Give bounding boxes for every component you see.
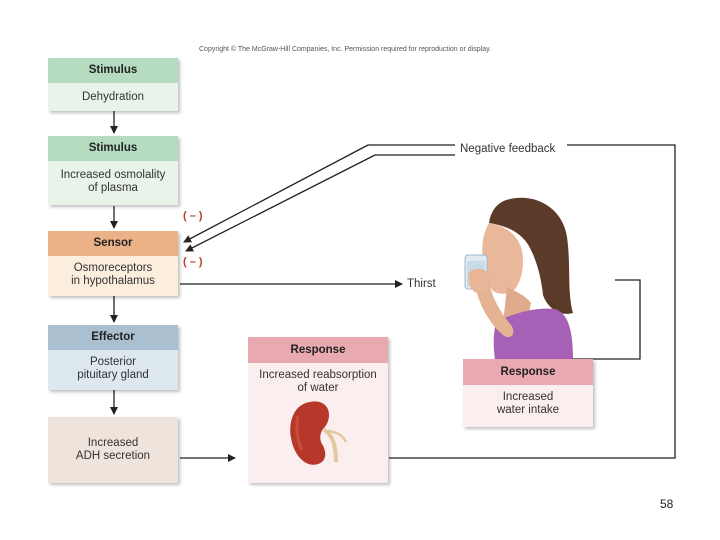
response-water-intake-line1: Increased [502, 391, 554, 403]
feedback-line-inner [564, 279, 641, 360]
sensor-line2: in hypothalamus [71, 275, 155, 287]
stimulus-osmolality-box: Stimulus Increased osmolality of plasma [48, 136, 178, 205]
effector-line2: pituitary gland [77, 369, 149, 381]
effector-box: Effector Posterior pituitary gland [48, 325, 178, 390]
response-water-intake-line2: water intake [496, 404, 559, 416]
thirst-label: Thirst [407, 278, 436, 290]
sensor-text: Osmoreceptors in hypothalamus [48, 256, 178, 296]
stimulus-osmolality-line1: Increased osmolality [60, 169, 166, 181]
response-reabsorption-line2: of water [297, 382, 339, 394]
stimulus-header: Stimulus [48, 58, 178, 83]
adh-line1: Increased [87, 437, 139, 449]
kidney-icon [290, 401, 348, 465]
adh-text: Increased ADH secretion [48, 417, 178, 483]
stimulus-dehydration-text: Dehydration [48, 83, 178, 111]
inhibit-label-lower: ( – ) [183, 256, 203, 268]
response-water-intake-panel: Increased water intake [463, 385, 593, 427]
response-reabsorption-line1: Increased reabsorption [259, 369, 377, 381]
sensor-box: Sensor Osmoreceptors in hypothalamus [48, 231, 178, 296]
feedback-arrow-inner [185, 154, 376, 252]
feedback-line-outer [389, 144, 676, 459]
response-water-intake-box: Response Increased water intake [463, 359, 593, 427]
feedback-arrow-outer [183, 144, 369, 243]
stimulus-dehydration-box: Stimulus Dehydration [48, 58, 178, 111]
sensor-line1: Osmoreceptors [73, 262, 153, 274]
sensor-header: Sensor [48, 231, 178, 256]
stimulus-osmolality-text: Increased osmolality of plasma [48, 161, 178, 205]
copyright-notice: Copyright © The McGraw-Hill Companies, I… [199, 46, 492, 53]
stimulus-header: Stimulus [48, 136, 178, 161]
stimulus-osmolality-line2: of plasma [88, 182, 138, 194]
negative-feedback-label: Negative feedback [460, 143, 556, 155]
page-number: 58 [660, 497, 674, 511]
effector-text: Posterior pituitary gland [48, 350, 178, 390]
effector-header: Effector [48, 325, 178, 350]
adh-line2: ADH secretion [75, 450, 151, 462]
response-header: Response [248, 337, 388, 363]
effector-line1: Posterior [89, 356, 137, 368]
inhibit-label-upper: ( – ) [183, 210, 203, 222]
response-header: Response [463, 359, 593, 385]
woman-drinking-water-illustration [464, 197, 573, 360]
adh-secretion-box: Increased ADH secretion [48, 417, 178, 483]
